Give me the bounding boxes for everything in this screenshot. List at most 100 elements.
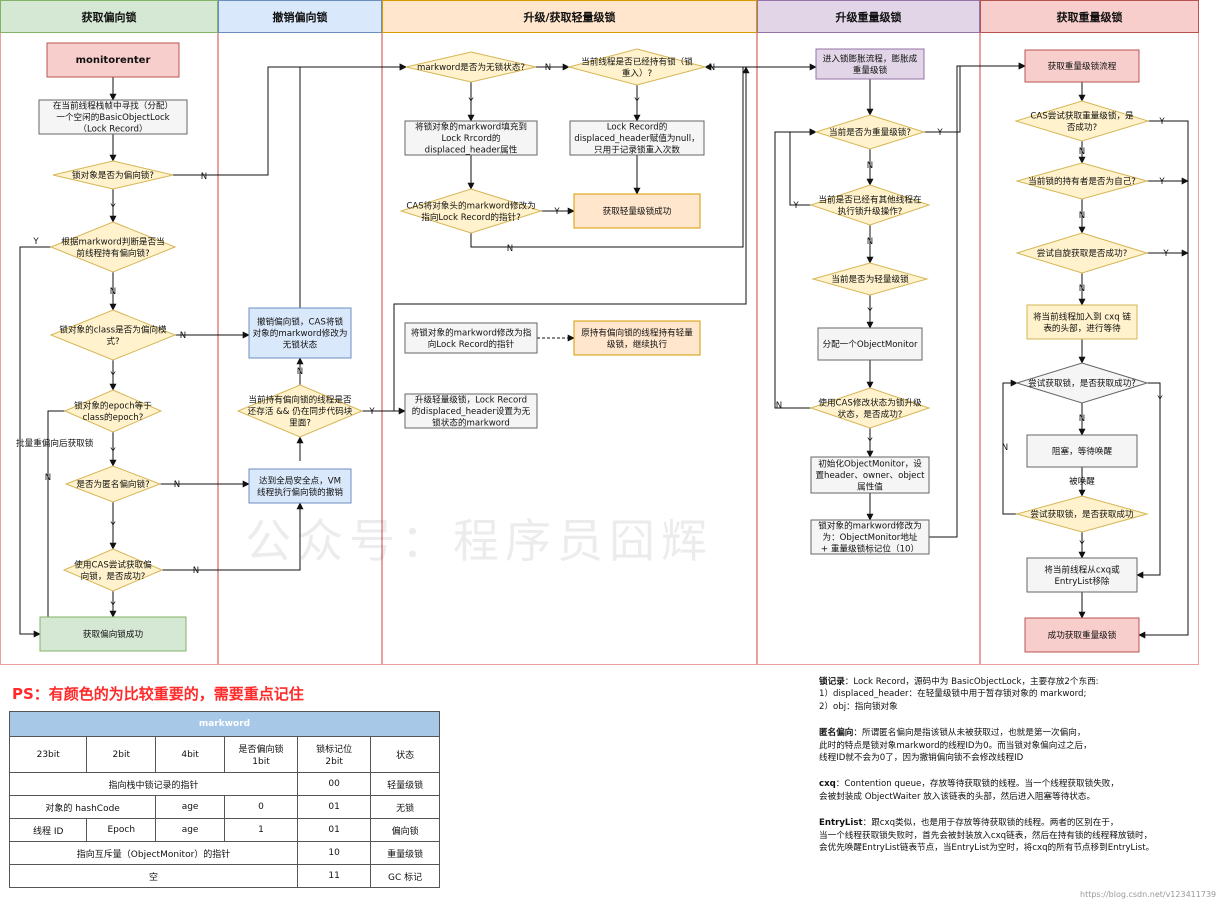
try-lock-decision: 尝试获取锁，是否获取成功? <box>1015 362 1149 404</box>
edge-label: Y <box>1156 395 1163 405</box>
set-monitor-markword-node: 锁对象的markword修改为为：ObjectMonitor地址+ 重量级锁标记… <box>810 519 930 555</box>
anonymous-bias-decision: 是否为匿名偏向锁? <box>64 465 162 503</box>
table-cell: 指向互斥量（ObjectMonitor）的指针 <box>8 841 299 865</box>
find-lock-record-node: 在当前线程栈帧中寻找（分配）一个空闲的BasicObjectLock（Lock … <box>38 99 188 135</box>
edge-label: N <box>1079 211 1085 221</box>
lane-title: 升级/获取轻量级锁 <box>523 10 615 24</box>
edge-label: Y <box>32 237 39 247</box>
alloc-monitor-node: 分配一个ObjectMonitor <box>817 327 923 361</box>
markword-table-title: markword <box>9 711 440 737</box>
svg-text:CAS将对象头的markword修改为指向Lock Reco: CAS将对象头的markword修改为指向Lock Record的指针? <box>406 199 535 223</box>
cas-pointer-decision: CAS将对象头的markword修改为指向Lock Record的指针? <box>399 188 543 234</box>
svg-text:根据markword判断是否当前线程持有偏向锁?: 根据markword判断是否当前线程持有偏向锁? <box>61 235 164 259</box>
svg-text:当前持有偏向锁的线程是否还存活 && 仍在同步代码块里面?: 当前持有偏向锁的线程是否还存活 && 仍在同步代码块里面? <box>248 394 353 429</box>
note-entrylist: EntryList：跟cxq类似，也是用于存放等待获取锁的线程。两者的区别在于，… <box>819 818 1155 854</box>
cas-upgrading-decision: 使用CAS修改状态为锁升级状态，是否成功? <box>809 387 931 429</box>
note-lock-record: 锁记录：Lock Record，源码中为 BasicObjectLock，主要存… <box>819 677 1099 712</box>
lane-header <box>218 0 382 33</box>
edge-label: 批量重偏向后获取锁 <box>16 437 94 449</box>
svg-text:阻塞，等待唤醒: 阻塞，等待唤醒 <box>1052 445 1113 457</box>
try-lock-again-decision: 尝试获取锁，是否获取成功 <box>1015 495 1149 533</box>
is-light-decision: 当前是否为轻量级锁 <box>811 262 929 296</box>
note-cxq: cxq：Contention queue，存放等待获取锁的线程。当一个线程获取锁… <box>819 779 1119 802</box>
flow-arrow <box>929 62 1026 538</box>
svg-text:将当前线程加入到 cxq 链表的头部，进行等待: 将当前线程加入到 cxq 链表的头部，进行等待 <box>1033 310 1131 334</box>
header-cell: 2bit <box>86 736 157 773</box>
lock-flowchart: 获取偏向锁撤销偏向锁升级/获取轻量级锁升级重量级锁获取重量级锁 monitore… <box>0 0 1199 665</box>
flow-arrow <box>393 66 750 411</box>
block-wait-node: 阻塞，等待唤醒 <box>1026 434 1138 468</box>
edge-label: Y <box>633 97 640 107</box>
table-cell: 指向栈中锁记录的指针 <box>8 772 299 796</box>
table-cell: GC 标记 <box>370 864 440 888</box>
edge-label: Y <box>1158 177 1165 187</box>
edge-label: Y <box>553 207 560 217</box>
other-upgrading-decision: 当前是否已经有其他线程在执行锁升级操作? <box>809 184 931 226</box>
flow-arrow <box>19 246 51 638</box>
flow-arrow <box>1138 120 1189 639</box>
table-cell: 轻量级锁 <box>370 772 440 796</box>
edge-label: Y <box>1158 117 1165 127</box>
edge-label: N <box>867 237 873 247</box>
svg-text:当前锁的持有者是否为自己?: 当前锁的持有者是否为自己? <box>1028 175 1136 187</box>
set-pointer-node: 将锁对象的markword修改为指向Lock Record的指针 <box>404 322 538 354</box>
svg-text:尝试获取锁，是否获取成功?: 尝试获取锁，是否获取成功? <box>1028 377 1136 389</box>
table-cell: 偏向锁 <box>370 818 440 842</box>
edge-label: N <box>507 244 513 254</box>
revoke-bias-node: 撤销偏向锁，CAS将锁对象的markword修改为无锁状态 <box>248 307 352 359</box>
inflate-node: 进入锁膨胀流程，膨胀成重量级锁 <box>815 48 925 80</box>
edge-label: Y <box>467 97 474 107</box>
markword-unlocked-decision: markword是否为无锁状态? <box>405 51 537 83</box>
svg-text:当前是否已经有其他线程在执行锁升级操作?: 当前是否已经有其他线程在执行锁升级操作? <box>818 193 922 217</box>
svg-text:使用CAS修改状态为锁升级状态，是否成功?: 使用CAS修改状态为锁升级状态，是否成功? <box>818 396 922 420</box>
svg-text:将锁对象的markword修改为指向Lock Record的: 将锁对象的markword修改为指向Lock Record的指针 <box>411 326 532 350</box>
flow-arrow <box>1002 379 1018 515</box>
lane-header <box>0 0 218 33</box>
lane-header <box>980 0 1199 33</box>
table-cell: 00 <box>297 772 372 796</box>
table-row: 线程 ID Epoch age 1 01 偏向锁 <box>8 818 440 842</box>
monitorenter-node: monitorenter <box>46 42 180 78</box>
edge-label: 被唤醒 <box>1069 475 1095 487</box>
lane-header <box>382 0 757 33</box>
flow-arrow <box>162 502 304 571</box>
table-row: 空 11 GC 标记 <box>8 864 440 888</box>
svg-text:获取重量级锁流程: 获取重量级锁流程 <box>1048 60 1117 72</box>
reentrant-decision: 当前线程是否已经持有锁（锁重入）? <box>567 48 707 86</box>
edge-label: N <box>1079 414 1085 424</box>
watermark-url: https://blog.csdn.net/v123411739 <box>1080 890 1216 899</box>
edge-label: Y <box>109 521 116 531</box>
edge-label: N <box>545 63 551 73</box>
edge-label: Y <box>109 447 116 457</box>
edge-label: N <box>776 401 782 411</box>
edge-label: Y <box>109 203 116 213</box>
header-cell: 23bit <box>8 736 88 773</box>
edge-label: Y <box>866 437 873 447</box>
edge-label: N <box>1002 443 1008 453</box>
edge-label: N <box>174 480 180 490</box>
svg-text:成功获取重量级锁: 成功获取重量级锁 <box>1048 629 1117 641</box>
flow-arrow <box>1136 382 1161 579</box>
table-cell: 无锁 <box>370 795 440 819</box>
table-cell: 1 <box>223 818 299 842</box>
lane-header <box>757 0 980 33</box>
svg-text:monitorenter: monitorenter <box>76 55 151 66</box>
svg-text:原持有偏向锁的线程持有轻量级锁，继续执行: 原持有偏向锁的线程持有轻量级锁，继续执行 <box>581 326 693 350</box>
enqueue-cxq-node: 将当前线程加入到 cxq 链表的头部，进行等待 <box>1026 304 1138 340</box>
svg-text:当前线程是否已经持有锁（锁重入）?: 当前线程是否已经持有锁（锁重入）? <box>581 55 693 79</box>
svg-text:使用CAS尝试获取偏向锁，是否成功?: 使用CAS尝试获取偏向锁，是否成功? <box>74 558 152 582</box>
table-cell: 对象的 hashCode <box>8 795 157 819</box>
svg-text:撤销偏向锁，CAS将锁对象的markword修改为无锁状态: 撤销偏向锁，CAS将锁对象的markword修改为无锁状态 <box>253 316 348 351</box>
